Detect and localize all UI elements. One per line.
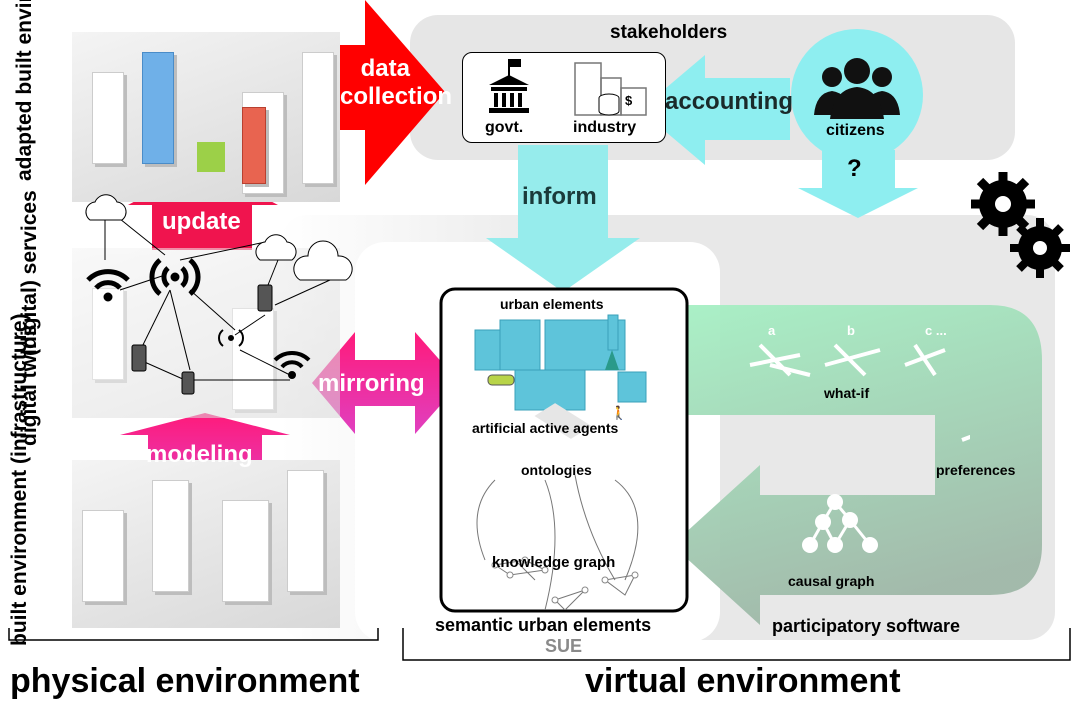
physical-bracket	[8, 628, 379, 641]
green-feedback-arrow	[672, 305, 1042, 625]
urban-elements-label: urban elements	[500, 296, 604, 312]
inform-arrow	[486, 145, 640, 292]
cloud-icon	[255, 234, 297, 261]
svg-text:$: $	[625, 93, 633, 108]
citizens-label: citizens	[826, 122, 885, 139]
wifi-icon	[86, 269, 130, 302]
mirroring-arrow	[312, 332, 460, 434]
stakeholders-title: stakeholders	[610, 22, 728, 43]
industry-building-icon: $	[574, 62, 647, 116]
label-built-environment: built environment (infrastructure)	[8, 313, 31, 646]
update-label: update	[162, 208, 241, 235]
option-a: a	[768, 323, 776, 338]
antenna-icon	[149, 258, 201, 296]
what-if-scenarios	[749, 343, 970, 442]
phone-icon	[181, 371, 195, 395]
industry-label: industry	[573, 119, 637, 136]
car-icon	[487, 374, 515, 386]
wifi-icon	[273, 350, 311, 379]
cloud-icon	[85, 194, 127, 221]
infrastructure-city-image	[72, 460, 340, 628]
virtual-environment-label: virtual environment	[585, 662, 901, 700]
antenna-icon	[218, 329, 244, 347]
govt-label: govt.	[485, 119, 524, 136]
mirroring-label: mirroring	[318, 370, 425, 397]
gears-icon	[971, 172, 1070, 278]
ontologies-label: ontologies	[521, 462, 592, 478]
urban-elements-illustration: 🚶	[474, 314, 647, 420]
digital-twin-city-image	[72, 248, 340, 418]
causal-graph-label: causal graph	[788, 573, 875, 589]
government-building-icon	[489, 59, 529, 113]
physical-environment-label: physical environment	[10, 662, 360, 700]
modeling-label: modeling	[146, 441, 253, 468]
pedestrians-icon: 🚶	[610, 405, 627, 420]
cloud-icon	[293, 240, 353, 281]
knowledge-graph-illustration	[476, 474, 639, 610]
citizens-down-arrow	[798, 150, 918, 218]
data-collection-label: data collection	[340, 55, 453, 110]
option-b: b	[847, 323, 855, 338]
govt-industry-box: $ govt. industry	[462, 52, 666, 143]
artificial-agents-label: artificial active agents	[472, 420, 619, 436]
adapted-city-image	[72, 32, 340, 202]
accounting-arrow	[640, 55, 790, 165]
sue-title: semantic urban elements	[435, 615, 652, 635]
sue-abbr: SUE	[545, 636, 583, 656]
question-mark: ?	[847, 155, 862, 182]
network-overlay	[85, 194, 353, 395]
option-c: c ...	[925, 323, 947, 338]
label-adapted-built-environment: adapted built environment	[13, 0, 36, 181]
phone-icon	[131, 344, 147, 372]
what-if-label: what-if	[824, 385, 870, 401]
inform-label: inform	[522, 183, 597, 210]
participatory-software-title: participatory software	[772, 616, 961, 636]
citizens-icon	[814, 58, 900, 119]
causal-graph-icon	[802, 494, 878, 553]
phone-icon	[257, 284, 273, 312]
virtual-bracket	[402, 628, 1071, 661]
knowledge-graph-label: knowledge graph	[492, 554, 616, 571]
preferences-label: preferences	[936, 462, 1016, 478]
accounting-label: accounting	[665, 88, 794, 115]
